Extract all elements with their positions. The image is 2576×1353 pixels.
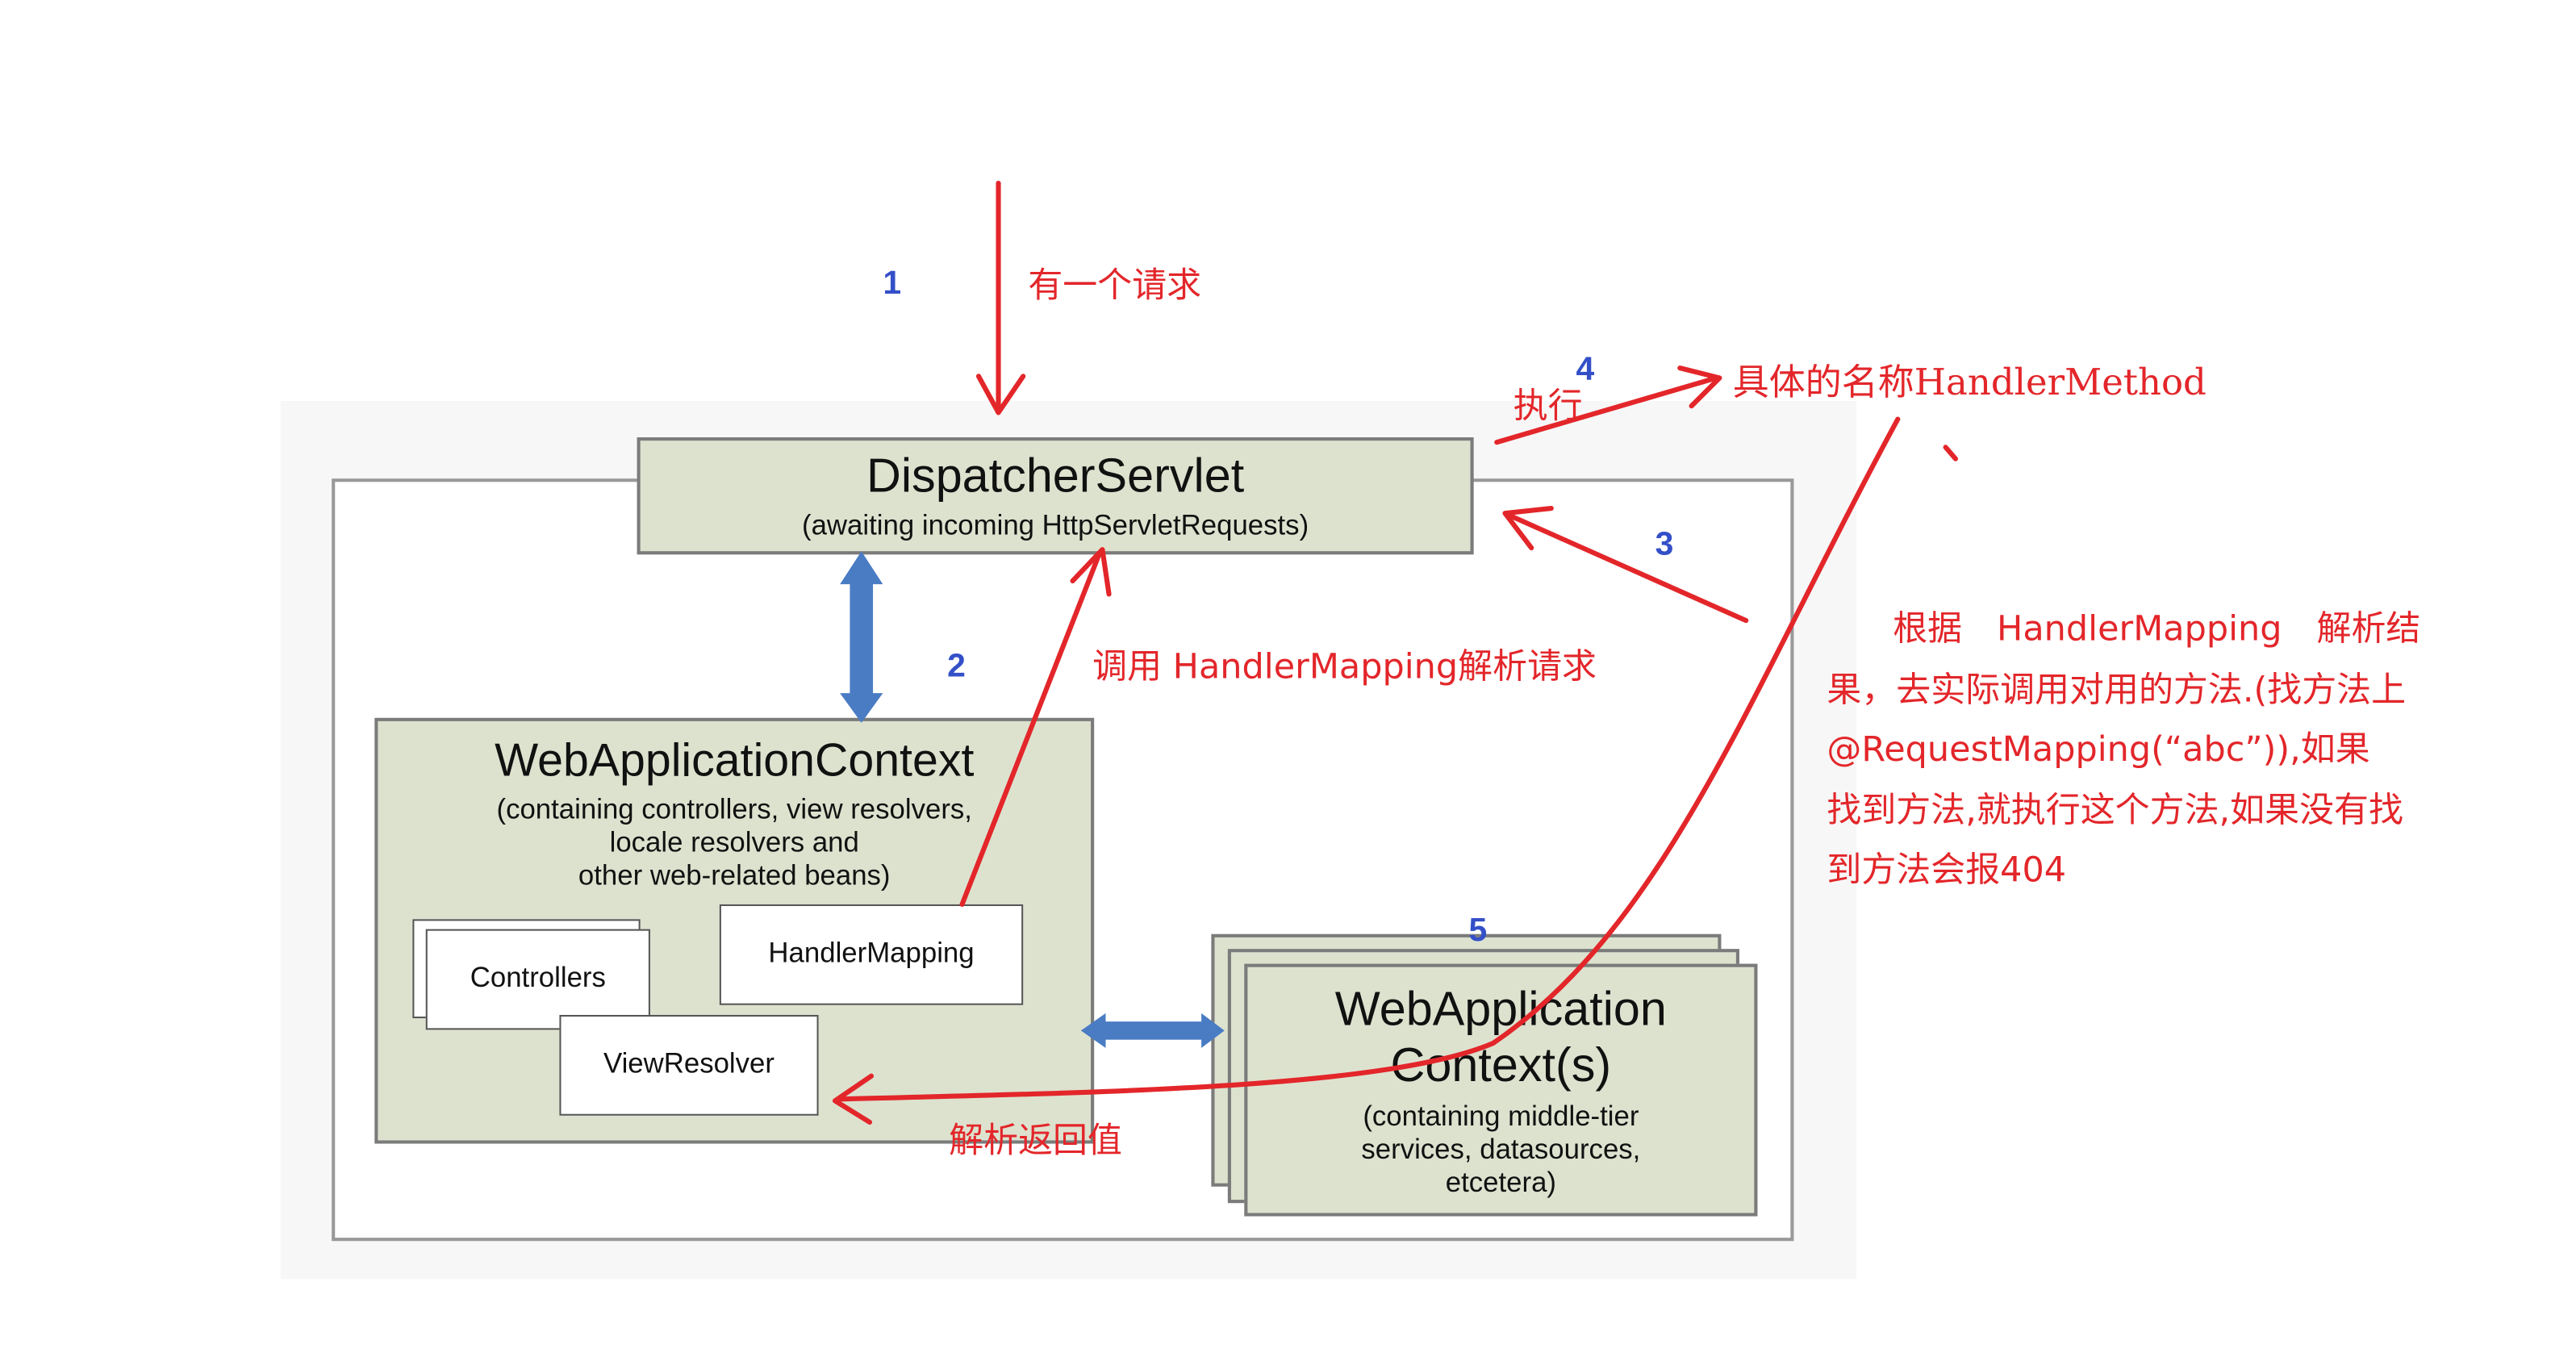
explanation-line-4: 找到方法,就执行这个方法,如果没有找 xyxy=(1827,789,2403,829)
stray-mark xyxy=(1943,445,1958,461)
handler-mapping-arrow xyxy=(959,552,1102,908)
root-context-box: WebApplication Context(s) (containing mi… xyxy=(1244,963,1758,1217)
dispatcher-servlet-title: DispatcherServlet xyxy=(866,450,1245,503)
explanation-line-2: 果，去实际调用对用的方法.(找方法上 xyxy=(1827,669,2407,709)
explanation-line-3: @RequestMapping(“abc”)),如果 xyxy=(1827,729,2370,770)
execute-arrowhead xyxy=(1677,365,1722,409)
return-value-arrowhead xyxy=(832,1073,875,1125)
handler-mapping-label: HandlerMapping xyxy=(768,937,975,969)
context-root-link xyxy=(1080,1013,1225,1048)
root-context-description: (containing middle-tier services, dataso… xyxy=(1247,1100,1754,1200)
handler-method-annotation: 具体的名称HandlerMethod xyxy=(1732,363,2207,405)
root-context-title-line-2: Context(s) xyxy=(1390,1039,1612,1093)
web-application-context-description: (containing controllers, view resolvers,… xyxy=(378,794,1091,893)
controllers-box: Controllers xyxy=(425,929,650,1030)
step-5-label: 5 xyxy=(1468,912,1488,950)
web-application-context-title: WebApplicationContext xyxy=(495,734,975,786)
web-application-context-line-2: locale resolvers and xyxy=(609,826,859,858)
web-application-context-line-1: (containing controllers, view resolvers, xyxy=(496,793,972,825)
root-context-line-1: (containing middle-tier xyxy=(1363,1100,1639,1133)
dispatcher-context-link xyxy=(840,551,883,723)
request-annotation: 有一个请求 xyxy=(1028,265,1202,306)
return-to-dispatcher-arrow xyxy=(1505,512,1749,624)
web-application-context-line-3: other web-related beans) xyxy=(578,859,891,892)
dispatcher-servlet-box: DispatcherServlet (awaiting incoming Htt… xyxy=(637,437,1474,555)
step-2-label: 2 xyxy=(947,648,966,685)
step-4-label: 4 xyxy=(1576,351,1595,388)
dispatcher-servlet-subtitle: (awaiting incoming HttpServletRequests) xyxy=(802,510,1309,541)
explanation-line-5: 到方法会报404 xyxy=(1827,850,2067,890)
root-context-line-2: services, datasources, xyxy=(1361,1134,1641,1166)
root-context-title-line-1: WebApplication xyxy=(1334,983,1667,1037)
call-mapping-annotation: 调用 HandlerMapping解析请求 xyxy=(1092,646,1597,687)
root-context-line-3: etcetera) xyxy=(1445,1167,1557,1199)
view-resolver-label: ViewResolver xyxy=(603,1047,774,1079)
parse-return-annotation: 解析返回值 xyxy=(949,1120,1122,1160)
request-arrowhead xyxy=(975,374,1026,416)
execute-arrow xyxy=(1494,375,1719,445)
step-3-label: 3 xyxy=(1655,526,1674,563)
explanation-line-1: 根据 HandlerMapping 解析结 xyxy=(1893,608,2421,649)
handler-mapping-box: HandlerMapping xyxy=(719,904,1024,1005)
return-value-curve xyxy=(836,416,1901,1102)
handler-mapping-arrowhead xyxy=(1070,547,1112,597)
return-to-dispatcher-arrowhead xyxy=(1502,505,1554,551)
execute-annotation: 执行 xyxy=(1513,386,1583,426)
step-1-label: 1 xyxy=(883,265,902,303)
view-resolver-box: ViewResolver xyxy=(559,1014,819,1116)
controllers-label: Controllers xyxy=(470,962,606,994)
explanation-note: 根据 HandlerMapping 解析结 果，去实际调用对用的方法.(找方法上… xyxy=(1827,599,2420,900)
